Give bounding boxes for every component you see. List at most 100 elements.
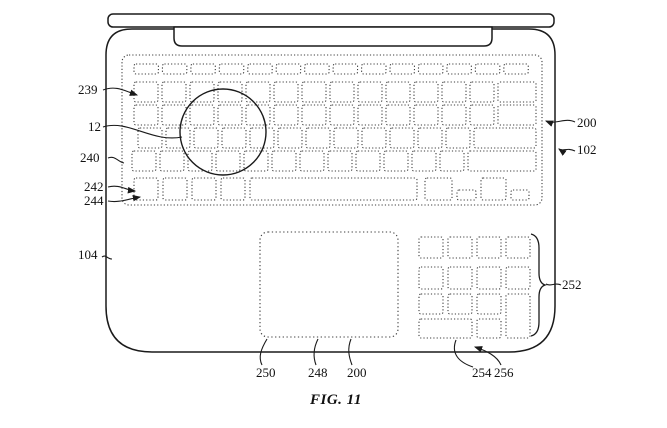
keyboard-key <box>161 81 187 103</box>
keyboard-key <box>215 150 241 172</box>
keyboard-key <box>217 104 243 126</box>
keyboard-key <box>357 104 383 126</box>
keyboard-key <box>220 177 246 201</box>
ref-label-248: 248 <box>308 365 328 380</box>
keyboard-key <box>329 81 355 103</box>
leader-line <box>259 338 268 366</box>
numpad-key <box>447 266 473 290</box>
keyboard-key <box>424 177 453 201</box>
numpad-key <box>505 266 531 290</box>
numpad-key <box>476 293 502 315</box>
keyboard-key <box>469 81 495 103</box>
ref-label-250: 250 <box>256 365 276 380</box>
keyboard-key <box>411 150 437 172</box>
numpad-key-tall <box>505 293 531 339</box>
keyboard-key <box>245 81 271 103</box>
keyboard-key <box>413 104 439 126</box>
leader-line <box>558 148 576 156</box>
leader-line <box>313 338 319 366</box>
numpad-key <box>447 236 473 259</box>
keyboard-keys <box>131 63 537 201</box>
ref-label-256: 256 <box>494 365 514 380</box>
function-key <box>247 63 273 75</box>
keyboard-key-wide <box>467 150 537 172</box>
keyboard-key <box>243 150 269 172</box>
keyboard-region-outline <box>121 54 543 206</box>
leader-line <box>102 87 139 96</box>
detail-circle <box>179 88 267 176</box>
numpad-brace <box>530 233 548 337</box>
keyboard-key <box>189 104 215 126</box>
spacebar-key <box>249 177 418 201</box>
numpad-key <box>418 266 444 290</box>
keyboard-key <box>245 104 271 126</box>
laptop-base <box>105 28 556 353</box>
leader-line <box>107 194 142 203</box>
keyboard-key <box>301 81 327 103</box>
keyboard-key <box>191 177 217 201</box>
numpad-key-wide <box>418 318 473 339</box>
keyboard-key <box>357 81 383 103</box>
leader-line <box>544 119 576 127</box>
function-key <box>133 63 159 75</box>
keyboard-key <box>469 104 495 126</box>
function-key <box>389 63 415 75</box>
function-key <box>218 63 245 75</box>
keyboard-key <box>162 177 188 201</box>
keyboard-key <box>327 150 353 172</box>
ref-label-252: 252 <box>562 277 582 292</box>
keyboard-key <box>456 189 477 201</box>
leader-lines <box>101 87 576 368</box>
keyboard-key-wide <box>497 104 537 126</box>
function-key <box>275 63 302 75</box>
leader-line <box>348 338 353 366</box>
keyboard-key <box>305 127 331 149</box>
keyboard-key <box>187 150 213 172</box>
keyboard-key <box>189 81 215 103</box>
keyboard-key <box>159 150 185 172</box>
function-key <box>190 63 216 75</box>
ref-label-240: 240 <box>80 150 100 165</box>
ref-label-104: 104 <box>78 247 98 262</box>
keyboard-key <box>137 127 163 149</box>
ref-label-242: 242 <box>84 179 104 194</box>
trackpad-outline <box>259 231 399 338</box>
keyboard-key <box>161 104 187 126</box>
keyboard-key <box>217 81 243 103</box>
numpad-key <box>418 293 444 315</box>
keyboard-key <box>273 104 299 126</box>
figure-caption: FIG. 11 <box>310 392 362 408</box>
keyboard-key <box>333 127 359 149</box>
keyboard-key <box>413 81 439 103</box>
function-key <box>417 63 444 75</box>
leader-line <box>453 339 474 368</box>
keyboard-key <box>299 150 325 172</box>
leader-line <box>107 156 125 164</box>
keyboard-key <box>133 81 159 103</box>
keyboard-key <box>273 81 299 103</box>
keyboard-key-wide <box>497 81 537 103</box>
keyboard-key <box>277 127 303 149</box>
keyboard-key <box>271 150 297 172</box>
hinge-recess <box>173 26 493 47</box>
ref-label-12: 12 <box>88 119 101 134</box>
keyboard-key <box>221 127 247 149</box>
function-key <box>446 63 472 75</box>
keyboard-key-wide <box>473 127 537 149</box>
keyboard-key <box>480 177 507 201</box>
numpad-keys <box>418 236 531 339</box>
keyboard-key <box>301 104 327 126</box>
ref-label-254: 254 <box>472 365 492 380</box>
ref-label-239: 239 <box>78 82 98 97</box>
numpad-key <box>447 293 473 315</box>
leader-line <box>545 283 562 286</box>
ref-label-102: 102 <box>577 142 597 157</box>
keyboard-key <box>193 127 219 149</box>
keyboard-key <box>445 127 471 149</box>
keyboard-key <box>441 104 467 126</box>
keyboard-key <box>439 150 465 172</box>
keyboard-key <box>165 127 191 149</box>
keyboard-key <box>133 177 159 201</box>
